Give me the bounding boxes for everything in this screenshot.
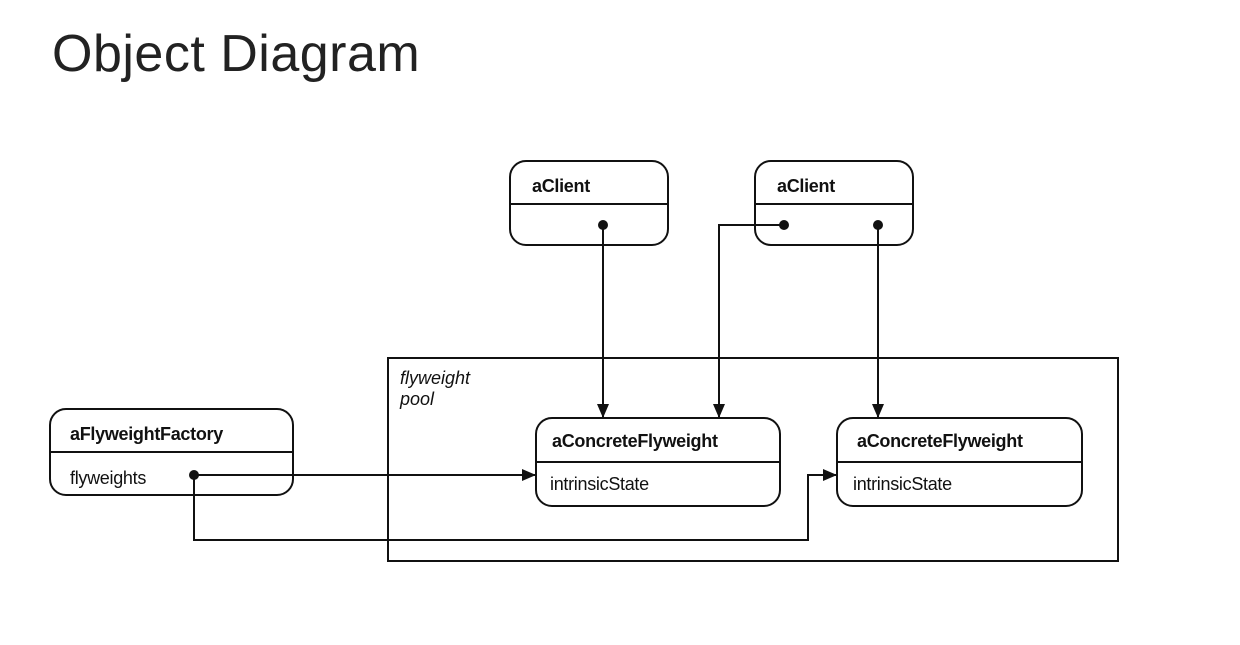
concrete-flyweight-name: aConcreteFlyweight: [552, 431, 718, 451]
flyweight-factory-object: aFlyweightFactory flyweights: [49, 408, 294, 496]
concrete-flyweight-object-1: aConcreteFlyweight intrinsicState: [535, 417, 781, 507]
factory-name: aFlyweightFactory: [70, 424, 223, 444]
reference-arrow: [713, 224, 784, 418]
client-name: aClient: [532, 176, 590, 196]
pool-label-line1: flyweight: [400, 368, 471, 388]
client-object-1: aClient: [509, 160, 669, 246]
slide-title: Object Diagram: [52, 25, 421, 83]
client-name: aClient: [777, 176, 835, 196]
concrete-flyweight-attribute: intrinsicState: [550, 474, 649, 494]
factory-attribute: flyweights: [70, 468, 146, 488]
pool-label-line2: pool: [399, 389, 435, 409]
flyweight-pool: flyweight pool: [387, 357, 1119, 562]
concrete-flyweight-object-2: aConcreteFlyweight intrinsicState: [836, 417, 1083, 507]
concrete-flyweight-name: aConcreteFlyweight: [857, 431, 1023, 451]
concrete-flyweight-attribute: intrinsicState: [853, 474, 952, 494]
reference-arrow: [193, 469, 837, 541]
reference-connectors: [189, 220, 884, 541]
client-object-2: aClient: [754, 160, 914, 246]
